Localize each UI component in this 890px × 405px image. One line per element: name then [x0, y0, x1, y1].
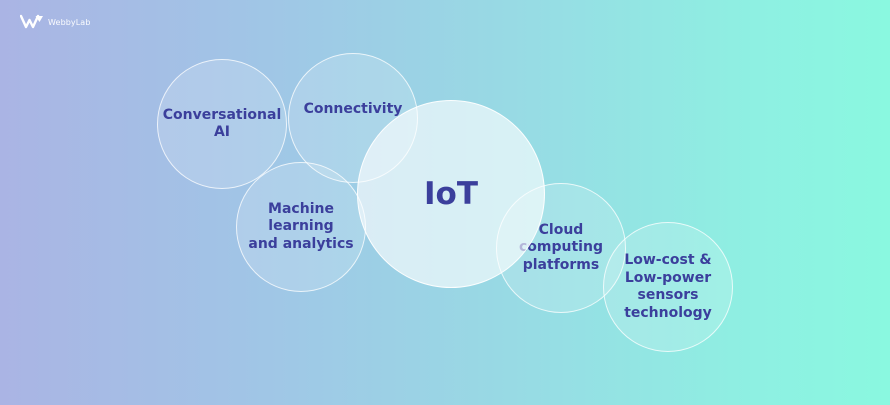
- bubble-label: Conversational AI: [162, 106, 282, 141]
- center-label: IoT: [424, 176, 478, 212]
- bubble-label: Machine learning and analytics: [248, 200, 354, 252]
- bubble-label: Low-cost & Low-power sensors technology: [624, 252, 712, 321]
- webbylab-logo-icon: [20, 14, 43, 29]
- bubble-conversational-ai: Conversational AI: [157, 59, 287, 189]
- bubble-low-cost-sensors: Low-cost & Low-power sensors technology: [603, 222, 733, 352]
- brand-name: WebbyLab: [48, 17, 91, 27]
- bubble-iot-center: IoT: [357, 100, 545, 288]
- bubble-label: Connectivity: [303, 101, 403, 118]
- brand-logo: WebbyLab: [20, 14, 91, 30]
- bubble-machine-learning: Machine learning and analytics: [236, 162, 366, 292]
- bubble-label: Cloud computing platforms: [519, 221, 603, 273]
